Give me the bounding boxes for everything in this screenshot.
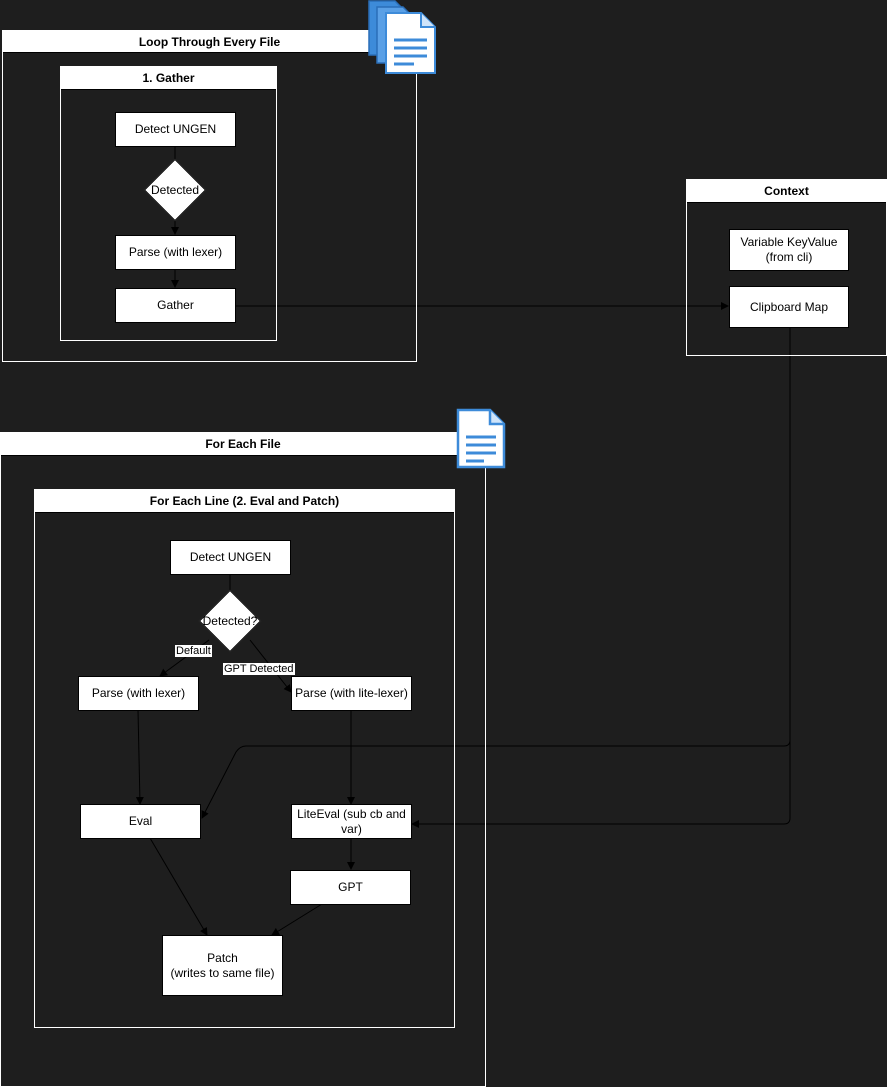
for-each-file-title: For Each File <box>1 433 485 456</box>
for-each-line-container: For Each Line (2. Eval and Patch) <box>34 489 455 1028</box>
line-decision-label: Detected? <box>202 614 258 628</box>
lite-eval-node[interactable]: LiteEval (sub cb and var) <box>291 804 412 839</box>
gather-decision-label: Detected <box>150 183 200 197</box>
loop-every-file-title: Loop Through Every File <box>3 31 416 53</box>
edge-eval-to-patch <box>149 837 208 936</box>
context-title: Context <box>687 180 886 203</box>
document-icon <box>455 408 507 470</box>
eval-node[interactable]: Eval <box>80 804 201 839</box>
for-each-file-container: For Each File <box>0 432 486 1087</box>
gather-detect-node[interactable]: Detect UNGEN <box>115 112 236 147</box>
edge-clipboard-to-liteeval <box>411 740 791 828</box>
gather-parse-node[interactable]: Parse (with lexer) <box>115 235 236 270</box>
patch-node[interactable]: Patch (writes to same file) <box>162 935 283 996</box>
clipboard-map-node[interactable]: Clipboard Map <box>729 286 849 328</box>
for-each-line-title: For Each Line (2. Eval and Patch) <box>35 490 454 513</box>
edge-gpt-to-patch <box>271 903 323 936</box>
document-stack-icon <box>366 0 438 76</box>
edge-parse-lexer-to-eval <box>135 709 144 805</box>
gpt-node[interactable]: GPT <box>290 870 411 905</box>
variable-keyvalue-node[interactable]: Variable KeyValue (from cli) <box>729 229 849 271</box>
gpt-detected-edge-label: GPT Detected <box>223 663 295 675</box>
loop-every-file-container: Loop Through Every File <box>2 30 417 362</box>
gather-title: 1. Gather <box>61 67 276 90</box>
line-detect-node[interactable]: Detect UNGEN <box>170 540 291 575</box>
default-edge-label: Default <box>175 645 212 657</box>
gather-container: 1. Gather <box>60 66 277 341</box>
parse-lite-lexer-node[interactable]: Parse (with lite-lexer) <box>291 676 412 711</box>
gather-gather-node[interactable]: Gather <box>115 288 236 323</box>
parse-lexer-node[interactable]: Parse (with lexer) <box>78 676 199 711</box>
